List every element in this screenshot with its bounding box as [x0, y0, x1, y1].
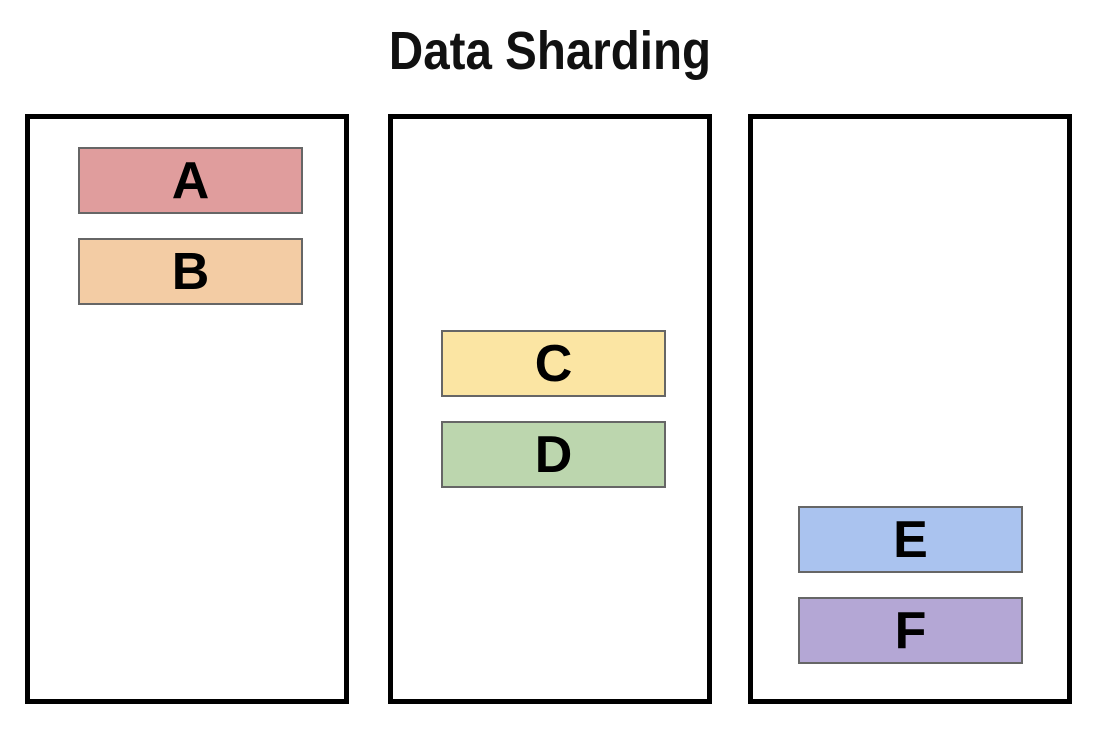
data-block-e: E: [798, 506, 1023, 573]
data-block-d: D: [441, 421, 666, 488]
data-block-f: F: [798, 597, 1023, 664]
data-block-label: E: [893, 510, 928, 569]
data-block-label: B: [171, 242, 210, 301]
data-block-label: A: [171, 151, 210, 210]
diagram-title: Data Sharding: [388, 21, 712, 81]
data-block-label: C: [534, 334, 573, 393]
data-block-label: D: [534, 425, 573, 484]
data-block-a: A: [78, 147, 303, 214]
data-block-b: B: [78, 238, 303, 305]
data-block-c: C: [441, 330, 666, 397]
shard-container-2: [388, 114, 712, 704]
data-block-label: F: [894, 601, 927, 660]
